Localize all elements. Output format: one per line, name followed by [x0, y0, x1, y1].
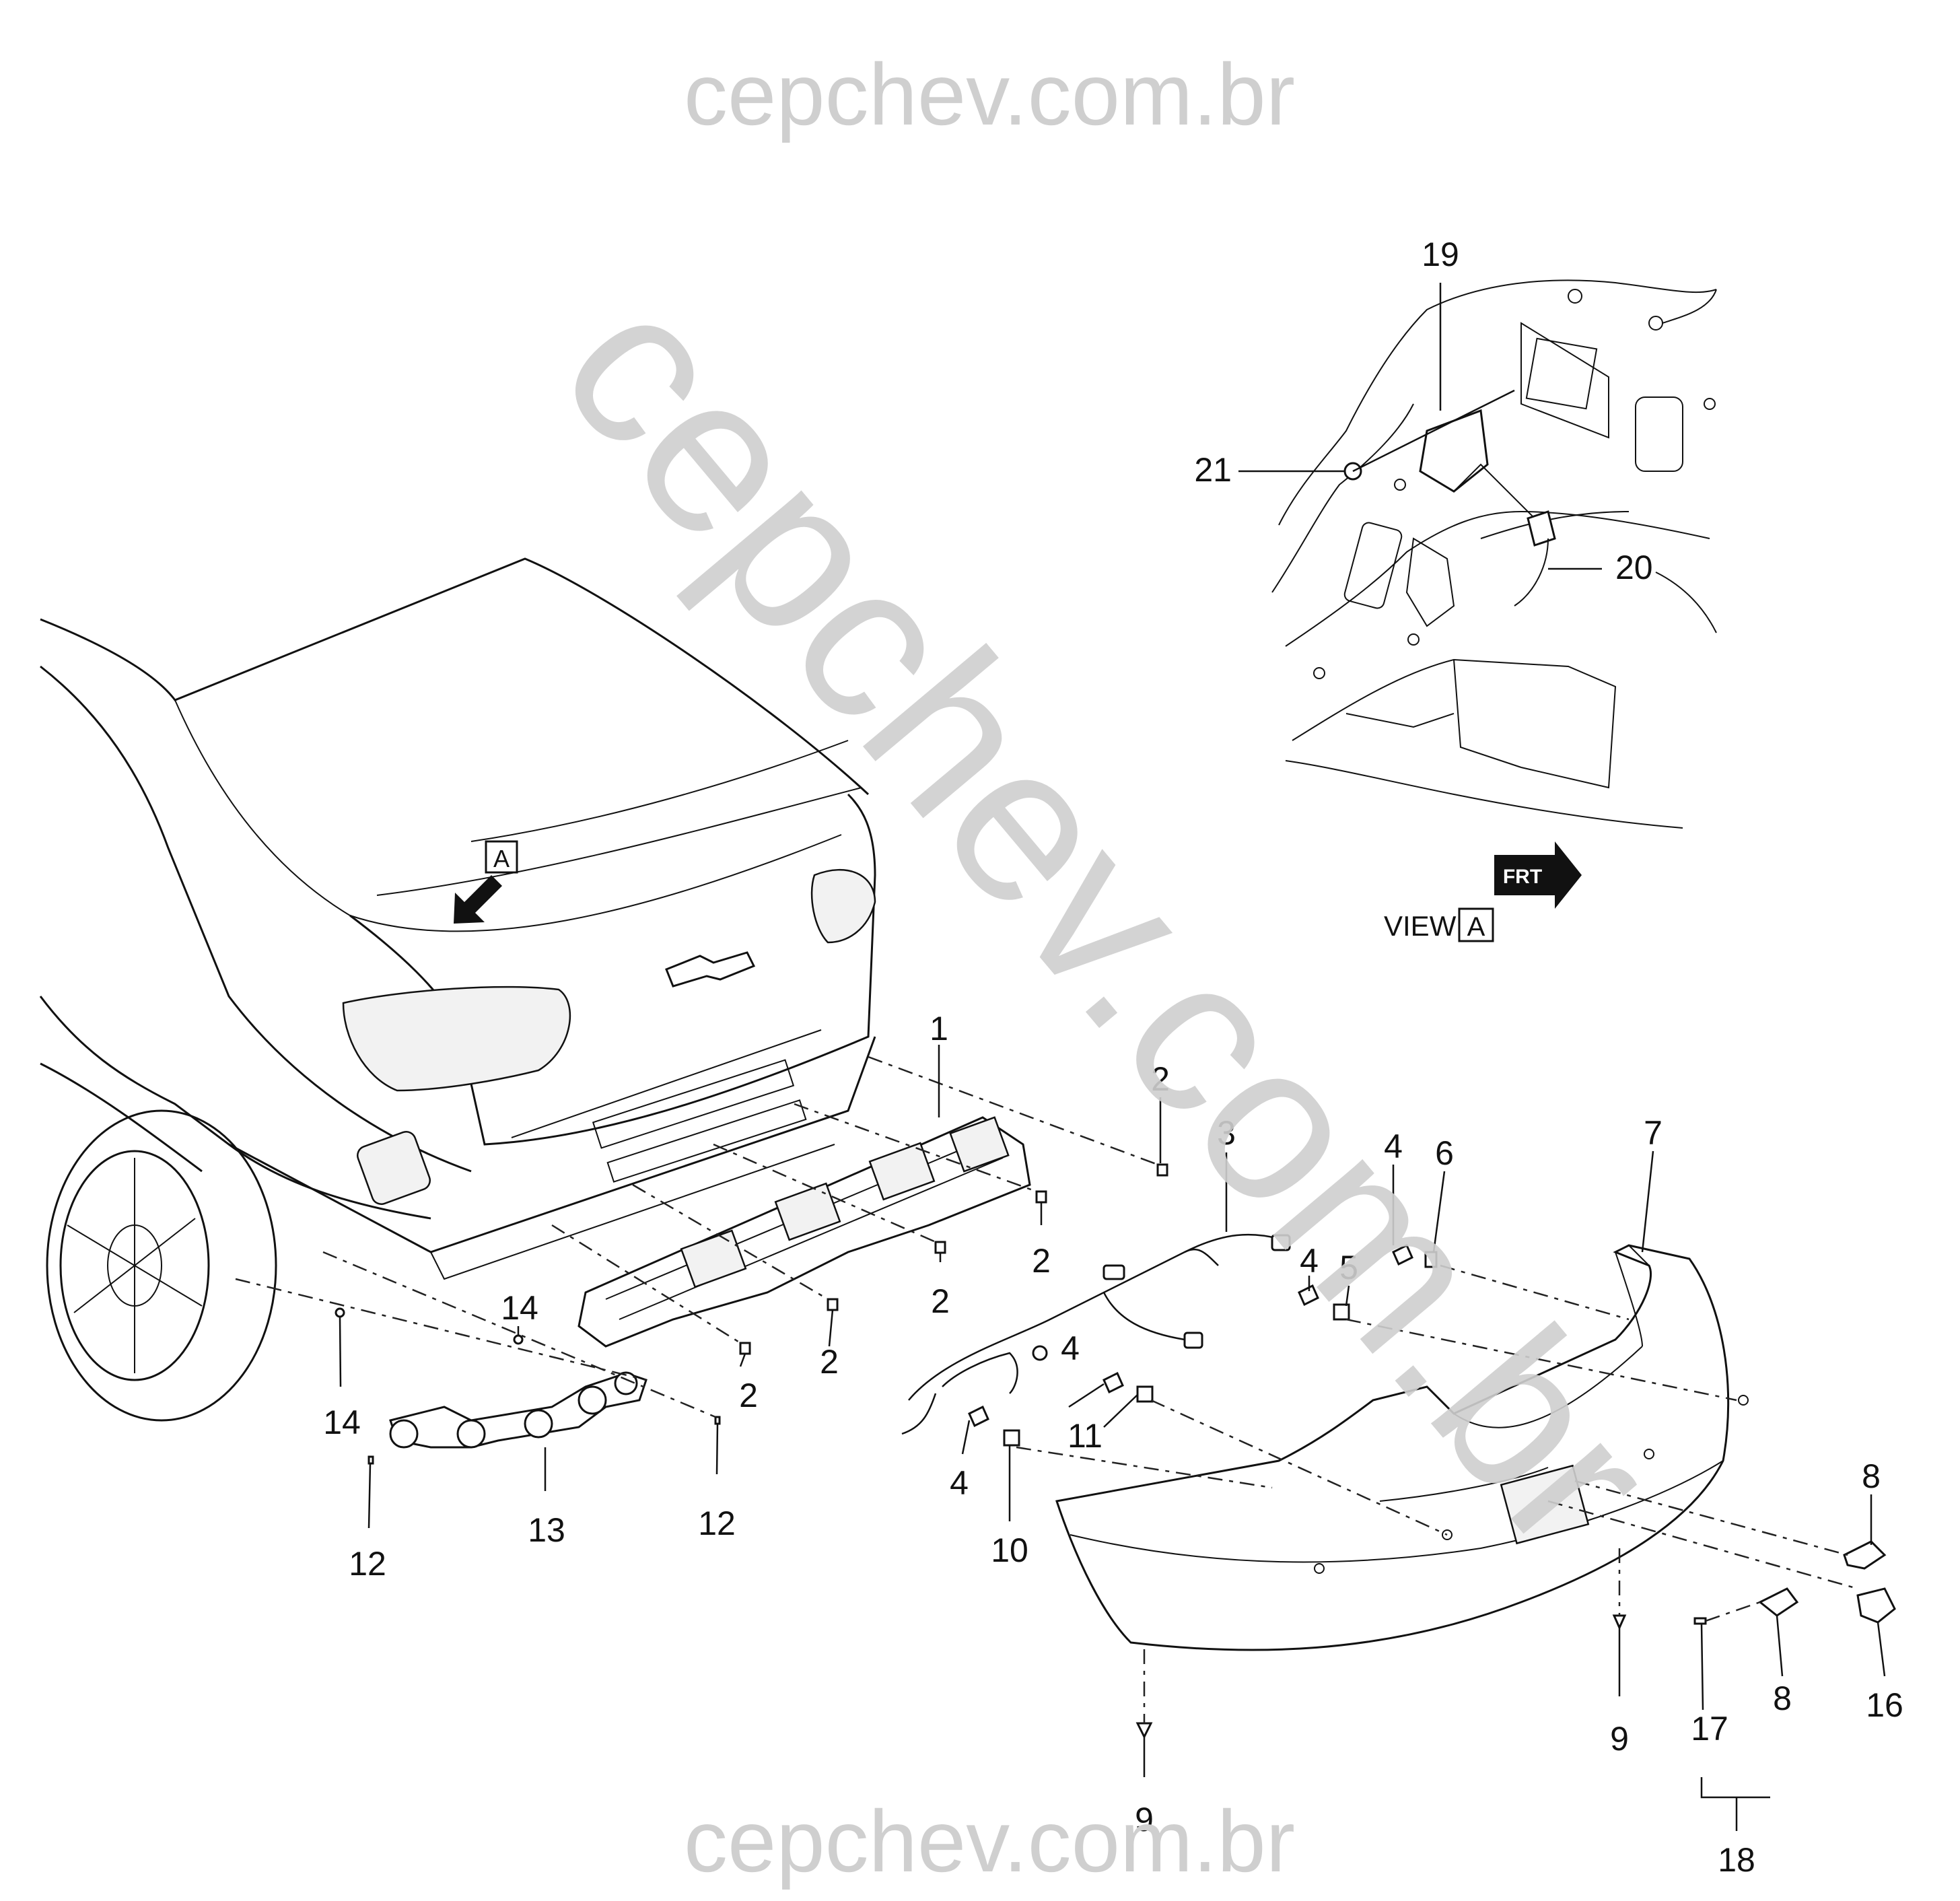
harness-connector-20: [1527, 510, 1556, 547]
callout-7: 7: [1644, 1114, 1663, 1152]
assembly-lines: [235, 1056, 1858, 1723]
svg-text:FRT: FRT: [1503, 866, 1542, 888]
clip-2: [827, 1298, 839, 1311]
push-pin-4: [1392, 1243, 1413, 1266]
callout-4: 4: [1384, 1128, 1403, 1165]
rear-panel-opening: [357, 1131, 431, 1205]
callout-2: 2: [1151, 1060, 1170, 1098]
callout-9: 9: [1610, 1720, 1629, 1758]
callout-3: 3: [1217, 1114, 1236, 1152]
screw-9: [1612, 1614, 1627, 1630]
retainer-6: [1424, 1251, 1438, 1268]
energy-absorber-1: [578, 1116, 1031, 1348]
callout-5: 5: [1339, 1249, 1358, 1286]
callout-2: 2: [931, 1282, 950, 1320]
license-lamp-8: [1843, 1540, 1887, 1570]
callout-13: 13: [528, 1511, 565, 1549]
svg-text:A: A: [493, 845, 510, 872]
view-caption-word: VIEW: [1384, 910, 1457, 942]
callout-4: 4: [1300, 1242, 1319, 1280]
pin-12: [714, 1416, 721, 1425]
bulb-17: [1693, 1617, 1707, 1625]
callout-10: 10: [991, 1531, 1028, 1569]
callout-1: 1: [930, 1010, 948, 1047]
bumper-wire-harness-3: [901, 1233, 1291, 1435]
callout-12: 12: [698, 1505, 736, 1542]
watermark-top: cepchev.com.br: [684, 45, 1295, 143]
clip-2: [739, 1342, 751, 1355]
view-a-marker: A: [454, 840, 518, 924]
callout-11: 11: [1068, 1417, 1102, 1455]
callout-8: 8: [1862, 1457, 1881, 1495]
callout-6: 6: [1435, 1134, 1454, 1172]
callout-4: 4: [950, 1464, 969, 1502]
forward-arrow-icon: FRT: [1494, 841, 1582, 909]
grommet-14: [335, 1307, 345, 1318]
clip-2: [1035, 1190, 1047, 1204]
callout-19: 19: [1422, 236, 1459, 273]
sensor-bracket-13: [389, 1371, 648, 1449]
rear-wheel-tire: [46, 1109, 277, 1422]
push-pin-4: [968, 1405, 989, 1428]
callout-9: 9: [1135, 1801, 1154, 1838]
bowtie-emblem: [665, 951, 756, 988]
retainer-11: [1136, 1385, 1154, 1403]
callout-14: 14: [323, 1404, 361, 1441]
callout-2: 2: [820, 1343, 839, 1381]
clip-2: [1156, 1163, 1168, 1177]
license-plate-recess: [1500, 1464, 1590, 1545]
callout-4: 4: [1061, 1329, 1080, 1367]
leader-lines: [339, 283, 1886, 1831]
watermark-bottom: cepchev.com.br: [684, 1792, 1295, 1890]
retainer-5: [1333, 1303, 1350, 1321]
view-a-inset: FRT VIEW A: [1271, 279, 1717, 942]
callout-18: 18: [1718, 1841, 1755, 1879]
rear-wheel-rim: [59, 1150, 210, 1381]
callout-21: 21: [1194, 451, 1232, 489]
callout-20: 20: [1615, 549, 1653, 586]
view-caption-letter: A: [1467, 912, 1485, 942]
grommet-14: [513, 1334, 524, 1345]
view-caption-box: [1458, 907, 1494, 942]
callout-16: 16: [1866, 1686, 1903, 1724]
callout-12: 12: [349, 1545, 386, 1583]
push-pin-4: [1102, 1371, 1124, 1394]
rear-bumper-fascia-7: [1055, 1244, 1749, 1651]
license-lamp-8: [1758, 1587, 1799, 1617]
push-pin-4: [1298, 1284, 1319, 1307]
callout-2: 2: [1032, 1242, 1051, 1280]
vehicle-rear-body: A: [39, 557, 876, 1422]
control-module-19: [1419, 409, 1489, 493]
callout-8: 8: [1773, 1680, 1792, 1717]
retainer-10: [1003, 1429, 1020, 1447]
pin-12: [368, 1455, 374, 1465]
callout-2: 2: [739, 1377, 758, 1414]
lamp-socket-16: [1856, 1587, 1896, 1624]
callout-labels: 1 2 2 2 2 2 3 4 4 4 4 5 6 7 8 8 9 9 10 1…: [323, 236, 1903, 1879]
clip-2: [934, 1241, 946, 1254]
screw-9: [1135, 1722, 1153, 1739]
callout-17: 17: [1691, 1710, 1728, 1748]
callout-14: 14: [501, 1289, 538, 1327]
